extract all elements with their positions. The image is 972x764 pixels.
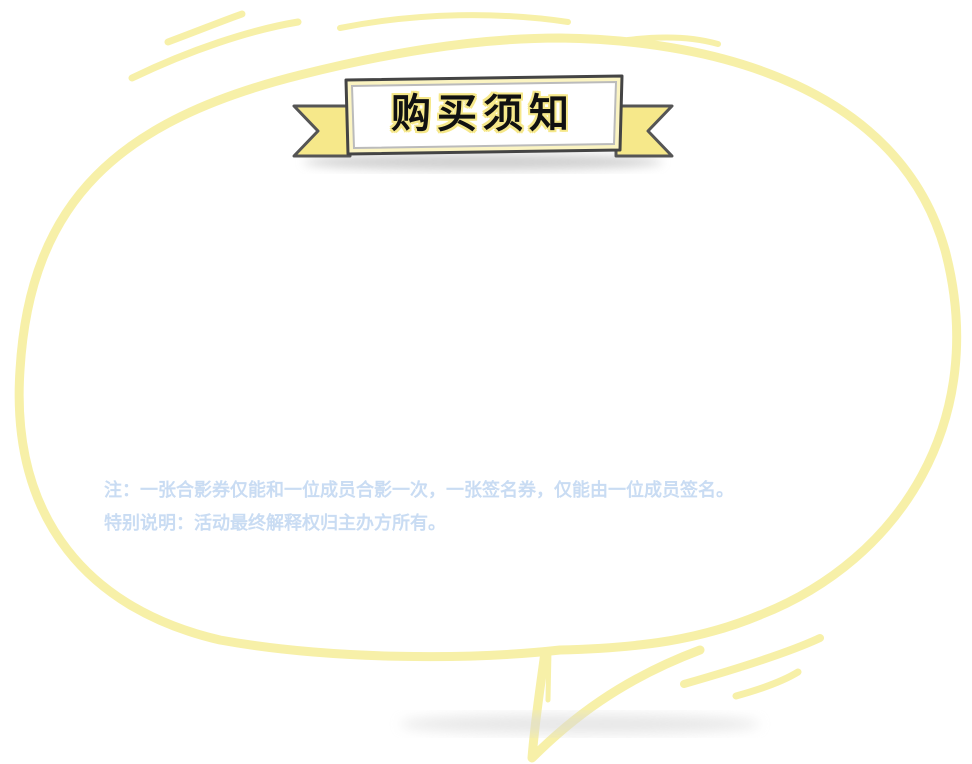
sketch-stroke <box>164 10 246 46</box>
banner-title: 购买须知 <box>391 91 575 137</box>
sketch-stroke <box>128 18 302 82</box>
notes-block: 注：一张合影券仅能和一位成员合影一次，一张签名券，仅能由一位成员签名。 特别说明… <box>104 474 884 540</box>
sketch-stroke <box>625 34 721 47</box>
note-text: 注：一张合影券仅能和一位成员合影一次，一张签名券，仅能由一位成员签名。 <box>104 480 734 501</box>
ribbon-shape <box>292 74 674 170</box>
bubble-shadow <box>400 714 760 734</box>
sketch-stroke <box>337 12 571 31</box>
sketch-stroke <box>732 668 802 700</box>
special-note-text: 特别说明：活动最终解释权归主办方所有。 <box>104 513 446 534</box>
bubble-tail <box>527 645 705 763</box>
title-ribbon-banner: 购买须知 <box>288 70 678 174</box>
bubble-border <box>14 33 962 662</box>
sketch-stroke <box>680 634 824 688</box>
